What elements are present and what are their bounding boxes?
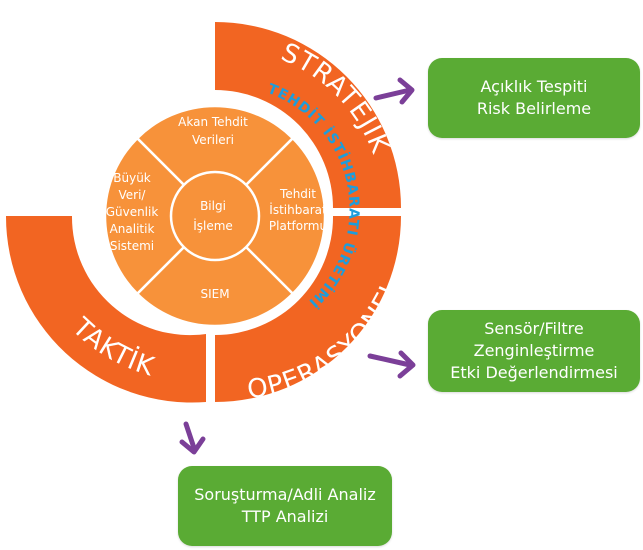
seg-1-line: Platformu	[269, 219, 327, 233]
taktik-box-line-1: Soruşturma/Adli Analiz	[194, 485, 376, 504]
taktik-box: Soruşturma/Adli Analiz TTP Analizi	[178, 466, 392, 546]
center-line: İşleme	[193, 218, 233, 233]
seg-3-line: Büyük	[113, 171, 151, 185]
stratejik-box-line-2: Risk Belirleme	[476, 99, 592, 118]
segment-top	[135, 104, 295, 218]
taktik-band	[5, 216, 206, 403]
stratejik-band	[215, 22, 401, 208]
stratejik-box-line-1: Açıklık Tespiti	[480, 77, 588, 96]
seg-3-line: Güvenlik	[106, 205, 159, 219]
operasyonel-box-line-3: Etki Değerlendirmesi	[450, 363, 618, 382]
seg-1-line: İstihbarat	[269, 202, 327, 217]
seg-2-line: SIEM	[200, 287, 229, 301]
operasyonel-band	[215, 216, 401, 402]
seg-0-line: Akan Tehdit	[178, 115, 248, 129]
center-line: Bilgi	[200, 199, 226, 213]
inner-circle	[103, 104, 327, 328]
arrow-taktik	[179, 421, 206, 455]
operasyonel-box-line-1: Sensör/Filtre	[484, 319, 584, 338]
stratejik-box: Açıklık Tespiti Risk Belirleme	[428, 58, 640, 138]
arrow-stratejik	[373, 77, 415, 105]
taktik-box-line-2: TTP Analizi	[241, 507, 329, 526]
seg-1-line: Tehdit	[279, 187, 316, 201]
segment-left	[103, 136, 217, 296]
seg-3-line: Sistemi	[110, 239, 154, 253]
segment-bottom	[135, 214, 295, 328]
seg-3-line: Analitik	[110, 222, 155, 236]
segment-right	[213, 136, 327, 296]
seg-3-line: Veri/	[119, 188, 147, 202]
operasyonel-box: Sensör/Filtre Zenginleştirme Etki Değerl…	[428, 310, 640, 392]
operasyonel-box-line-2: Zenginleştirme	[473, 341, 595, 360]
center-circle	[169, 170, 261, 262]
seg-0-line: Verileri	[192, 133, 234, 147]
arrow-operasyonel	[367, 350, 416, 379]
siem-label: SIEM	[200, 287, 229, 301]
